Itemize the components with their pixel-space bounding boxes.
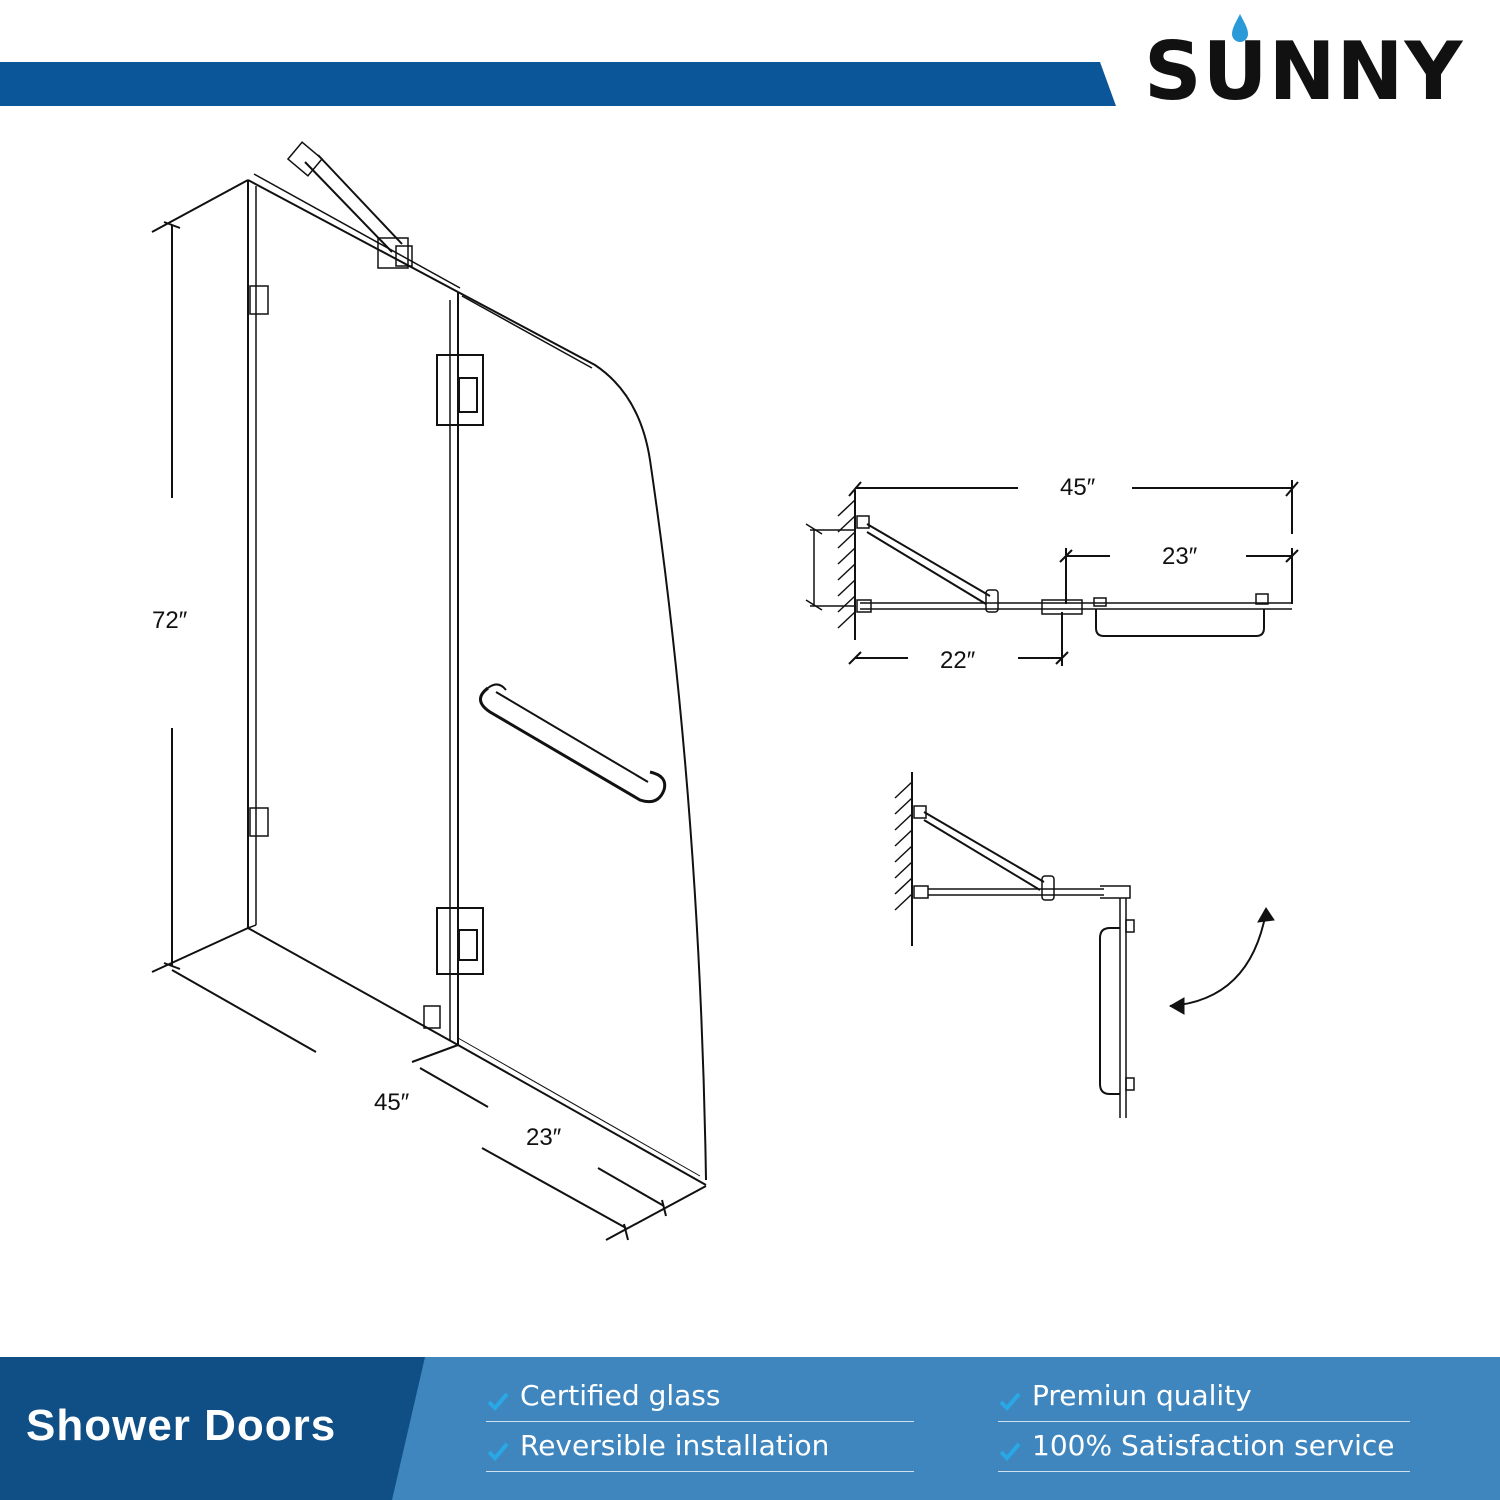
feature-label: Reversible installation — [520, 1429, 830, 1462]
perspective-view — [151, 141, 707, 1241]
feature-premium-quality: Premiun quality — [998, 1371, 1410, 1422]
feature-label: Certified glass — [520, 1379, 721, 1412]
water-drop-icon — [1232, 14, 1248, 42]
feature-certified-glass: Certified glass — [486, 1371, 914, 1422]
check-icon — [487, 1392, 509, 1411]
feature-label: Premiun quality — [1032, 1379, 1252, 1412]
brand-name: SUNNY — [1144, 25, 1464, 118]
header-bar — [0, 62, 1116, 106]
height-label: 72″ — [152, 607, 188, 634]
footer-banner: Shower Doors Certified glass Premiun qua… — [0, 1357, 1500, 1500]
brand-logo: SUNNY — [1140, 10, 1480, 118]
footer-background — [0, 1357, 1500, 1500]
check-icon — [999, 1392, 1021, 1411]
check-icon — [487, 1442, 509, 1461]
width-total-label: 45″ — [374, 1089, 410, 1116]
shower-door-diagram: 72″ 45″ 23″ 45″ 23″ 22″ — [151, 141, 1299, 1241]
feature-label: 100% Satisfaction service — [1032, 1429, 1395, 1462]
top-door-label: 23″ — [1162, 543, 1198, 570]
feature-reversible-installation: Reversible installation — [486, 1421, 914, 1472]
footer-title: Shower Doors — [26, 1401, 337, 1450]
door-width-label: 23″ — [526, 1124, 562, 1151]
top-total-label: 45″ — [1060, 474, 1096, 501]
top-view-open — [894, 772, 1275, 1118]
check-icon — [999, 1442, 1021, 1461]
top-fixed-label: 22″ — [940, 647, 976, 674]
top-view — [805, 480, 1299, 666]
feature-satisfaction-service: 100% Satisfaction service — [998, 1421, 1410, 1472]
